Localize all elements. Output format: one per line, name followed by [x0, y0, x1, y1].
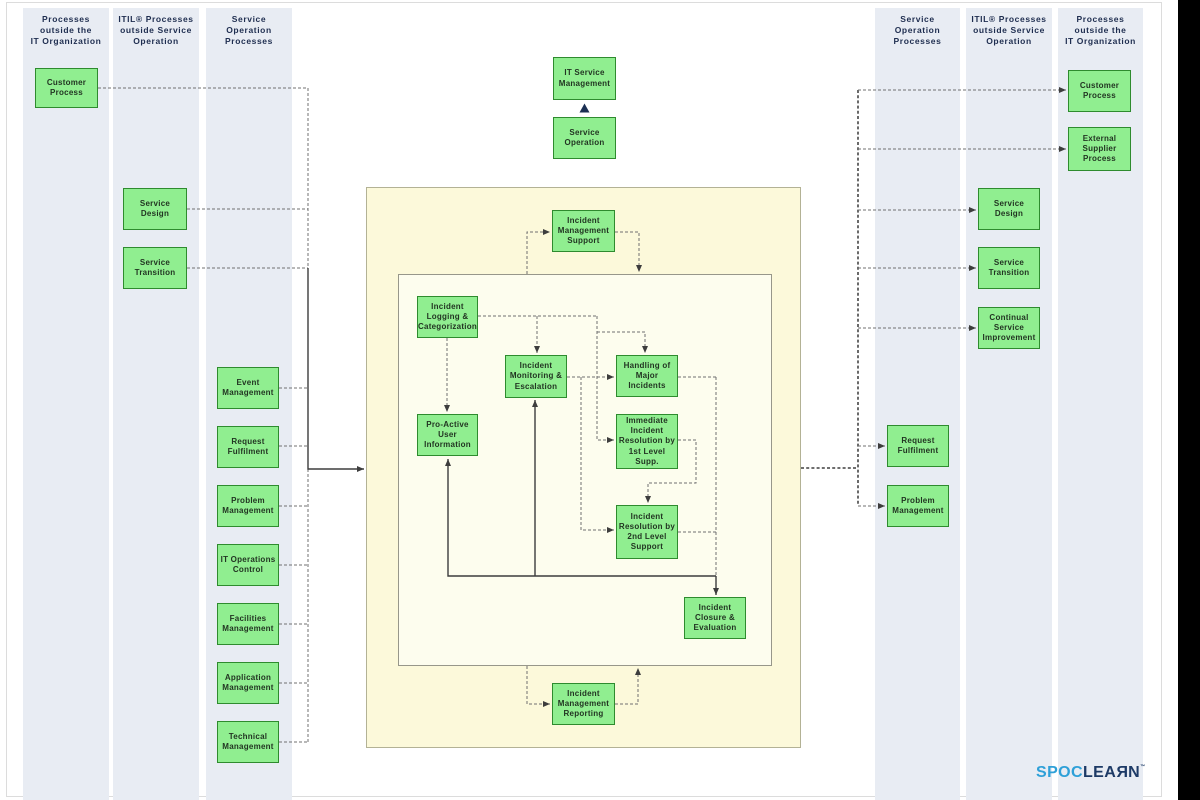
box-facilities-management: Facilities Management: [217, 603, 279, 645]
logo-spoc-text: SPOC: [1036, 764, 1083, 781]
box-it-service-management: IT Service Management: [553, 57, 616, 100]
lane-right-itil-outside-service-operation: ITIL® Processes outside Service Operatio…: [966, 8, 1052, 800]
box-incident-management-reporting: Incident Management Reporting: [552, 683, 615, 725]
box-incident-logging-categorization: Incident Logging & Categorization: [417, 296, 478, 338]
lane-header: Processes outside the IT Organization: [1065, 14, 1136, 47]
lane-left-processes-outside-it-org: Processes outside the IT Organization: [23, 8, 109, 800]
box-incident-management-support: Incident Management Support: [552, 210, 615, 252]
logo-n-text: N: [1128, 764, 1141, 781]
diagram-canvas-border: [6, 2, 1162, 797]
lane-header: ITIL® Processes outside Service Operatio…: [118, 14, 194, 47]
box-service-transition-right: Service Transition: [978, 247, 1040, 289]
box-service-design-right: Service Design: [978, 188, 1040, 230]
box-service-operation: Service Operation: [553, 117, 616, 159]
box-it-operations-control: IT Operations Control: [217, 544, 279, 586]
lane-header: Service Operation Processes: [893, 14, 942, 47]
logo-mirrored-r: R: [1116, 764, 1129, 781]
box-request-fulfilment-right: Request Fulfilment: [887, 425, 949, 467]
box-customer-process-left: Customer Process: [35, 68, 98, 108]
logo-lea-text: LEA: [1082, 764, 1117, 781]
box-incident-monitoring-escalation: Incident Monitoring & Escalation: [505, 355, 567, 398]
box-proactive-user-information: Pro-Active User Information: [417, 414, 478, 456]
box-event-management: Event Management: [217, 367, 279, 409]
right-edge-black-strip: [1178, 0, 1200, 800]
lane-header: Processes outside the IT Organization: [30, 14, 102, 47]
box-incident-resolution-2nd-level: Incident Resolution by 2nd Level Support: [616, 505, 678, 559]
box-immediate-incident-resolution-1st-level: Immediate Incident Resolution by 1st Lev…: [616, 414, 678, 469]
box-handling-of-major-incidents: Handling of Major Incidents: [616, 355, 678, 397]
box-problem-management-left: Problem Management: [217, 485, 279, 527]
box-customer-process-right: Customer Process: [1068, 70, 1131, 112]
box-problem-management-right: Problem Management: [887, 485, 949, 527]
box-service-transition-left: Service Transition: [123, 247, 187, 289]
box-service-design-left: Service Design: [123, 188, 187, 230]
lane-header: Service Operation Processes: [225, 14, 273, 47]
box-application-management: Application Management: [217, 662, 279, 704]
lane-left-itil-outside-service-operation: ITIL® Processes outside Service Operatio…: [113, 8, 199, 800]
lane-right-service-operation-processes: Service Operation Processes: [875, 8, 960, 800]
logo-trademark-mark: ™: [1140, 764, 1146, 770]
spoclearn-logo: SPOCLEARN™: [1036, 764, 1146, 782]
box-continual-service-improvement: Continual Service Improvement: [978, 307, 1040, 349]
lane-header: ITIL® Processes outside Service Operatio…: [971, 14, 1047, 47]
box-incident-closure-evaluation: Incident Closure & Evaluation: [684, 597, 746, 639]
box-request-fulfilment-left: Request Fulfilment: [217, 426, 279, 468]
box-technical-management: Technical Management: [217, 721, 279, 763]
box-external-supplier-process: External Supplier Process: [1068, 127, 1131, 171]
